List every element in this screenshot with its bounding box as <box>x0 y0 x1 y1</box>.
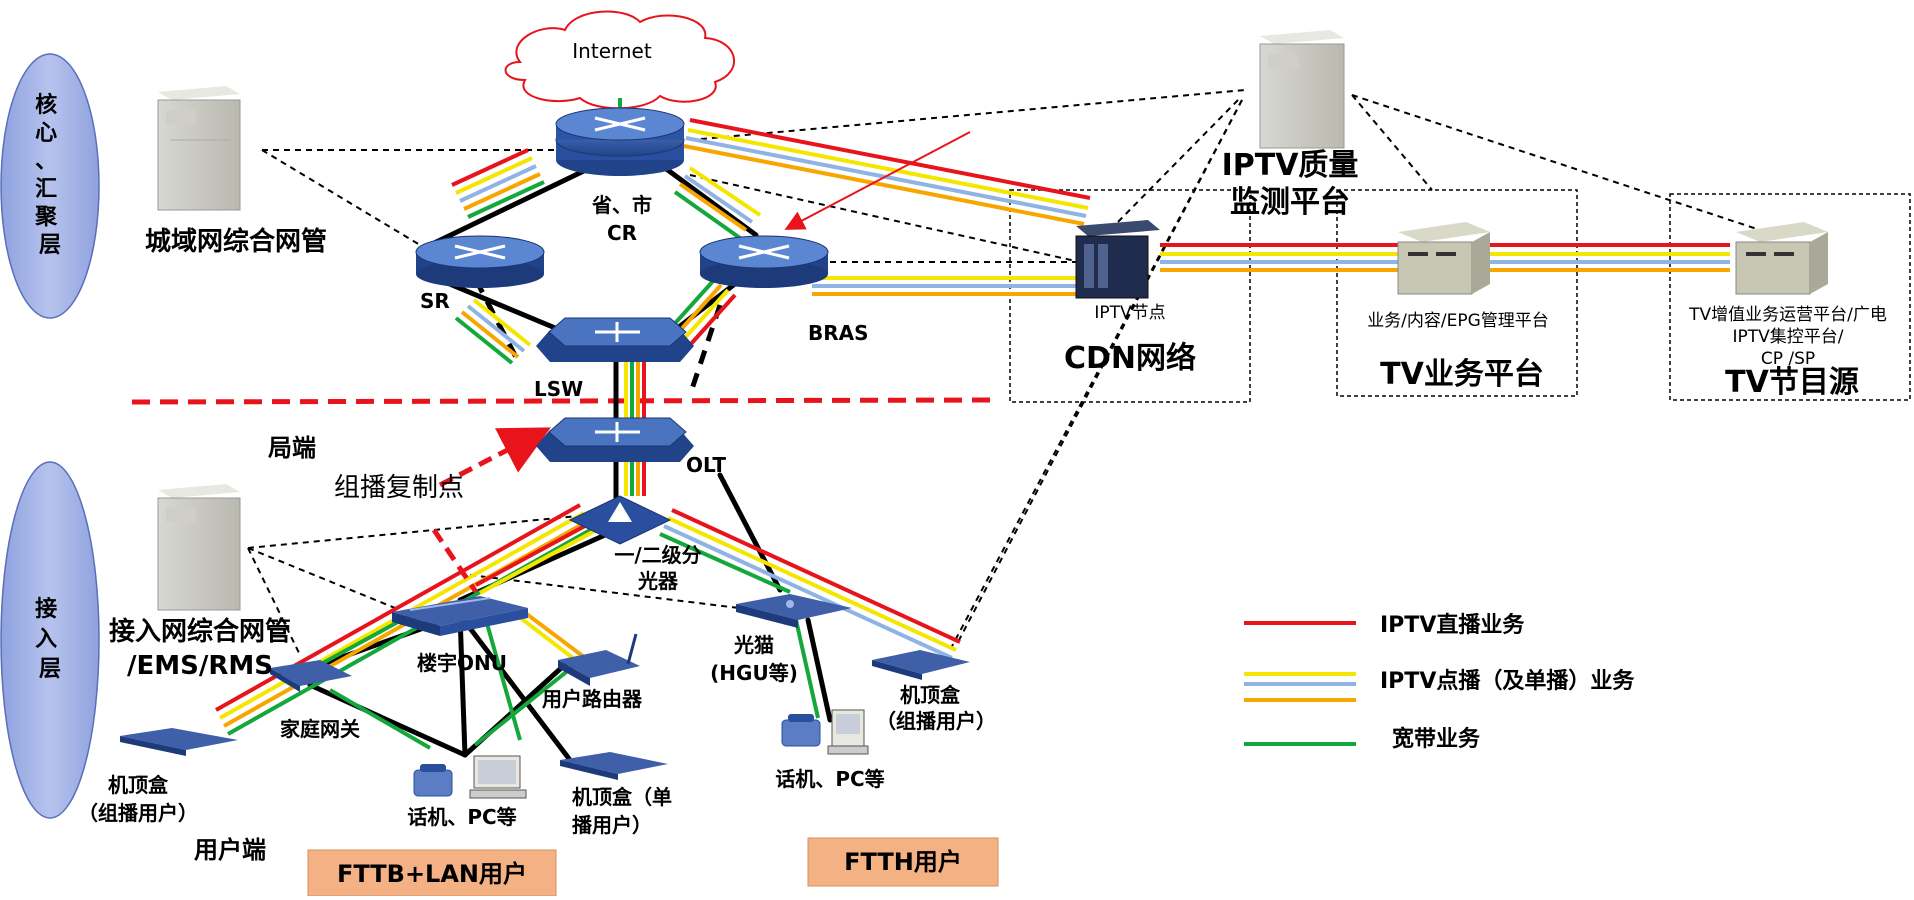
hgu-icon <box>736 594 852 628</box>
tv-biz-region <box>1336 189 1578 397</box>
layer-core: 核 心 、 汇 聚 层 <box>0 53 100 319</box>
tv-src-sub-2: IPTV集控平台/ <box>1732 327 1843 347</box>
central-office-label: 局端 <box>268 434 316 462</box>
ftth-user-box: FTTH用户 <box>807 837 999 887</box>
biz-platform-sub: 业务/内容/EPG管理平台 <box>1367 311 1549 331</box>
phone-pc-fttb-icon <box>413 755 527 799</box>
user-router-label: 用户路由器 <box>542 687 643 711</box>
access-nms-server-icon <box>157 484 241 611</box>
stb-left-label-2: （组播用户） <box>78 801 198 825</box>
stb-ftth-label-1: 机顶盒 <box>900 683 961 707</box>
cdn-label: CDN网络 <box>1064 341 1196 376</box>
building-onu-icon <box>392 596 528 636</box>
bras-router-icon <box>699 235 829 288</box>
stb-left-label-1: 机顶盒 <box>108 773 169 797</box>
lsw-label: LSW <box>534 377 583 401</box>
multicast-point-label: 组播复制点 <box>334 473 464 503</box>
access-nms-label-1: 接入网综合网管 <box>109 616 291 647</box>
access-nms-label-2: /EMS/RMS <box>127 651 273 681</box>
arrow-multicast <box>438 427 551 488</box>
sr-label: SR <box>420 289 450 313</box>
internet-cloud: Internet <box>504 10 735 110</box>
layer-access: 接 入 层 <box>0 461 100 819</box>
iptv-node-label: IPTV节点 <box>1094 303 1165 323</box>
olt-label: OLT <box>686 453 726 477</box>
tv-source-server-icon <box>1735 222 1828 295</box>
olt-switch-icon <box>536 417 694 462</box>
iptv-quality-label-2: 监测平台 <box>1230 185 1350 220</box>
stb-ftth-label-2: （组播用户） <box>876 709 996 733</box>
service-bundles <box>215 118 1730 750</box>
lsw-switch-icon <box>536 317 694 362</box>
ftth-label: FTTH用户 <box>844 848 962 876</box>
hgu-label-2: (HGU等) <box>710 661 798 685</box>
hgu-label-1: 光猫 <box>733 633 774 657</box>
phone-pc-ftth-label: 话机、PC等 <box>775 767 884 791</box>
home-gateway-label: 家庭网关 <box>280 717 360 741</box>
metro-nms-server-icon <box>157 86 241 211</box>
tv-src-sub-3: CP /SP <box>1761 349 1815 369</box>
management-links <box>247 89 1761 656</box>
splitter-icon <box>568 495 672 545</box>
stb-unicast-label-2: 播用户） <box>572 813 652 837</box>
tv-biz-label: TV业务平台 <box>1380 357 1544 392</box>
layer-separator <box>131 397 993 405</box>
iptv-node-server-icon <box>1075 220 1160 299</box>
tv-biz-server-icon <box>1397 222 1490 295</box>
phone-pc-fttb-label: 话机、PC等 <box>407 805 516 829</box>
internet-label: Internet <box>572 39 652 63</box>
user-router-icon <box>558 633 640 686</box>
cr-label-1: 省、市 <box>591 193 652 217</box>
legend-label-live: IPTV直播业务 <box>1380 612 1525 638</box>
svg-text:接 入 层: 接 入 层 <box>35 597 65 682</box>
splitter-label-2: 光器 <box>637 569 679 593</box>
stb-ftth-icon <box>872 650 970 680</box>
legend: IPTV直播业务 IPTV点播（及单播）业务 宽带业务 <box>1244 612 1635 752</box>
user-side-label: 用户端 <box>194 836 266 864</box>
arrow-cdn-bras <box>784 131 971 230</box>
metro-nms-label: 城域网综合网管 <box>145 226 327 257</box>
sr-router-icon <box>415 235 545 288</box>
building-onu-label: 楼宇ONU <box>417 651 507 675</box>
iptv-quality-label-1: IPTV质量 <box>1222 148 1359 183</box>
stb-unicast-icon <box>560 752 668 780</box>
svg-text:核 心 、 汇: 核 心 、 汇 聚 层 <box>34 92 65 258</box>
cr-label-2: CR <box>607 221 637 245</box>
home-gateway-icon <box>270 660 352 692</box>
splitter-label-1: 一/二级分 <box>614 543 701 567</box>
tv-src-sub-1: TV增值业务运营平台/广电 <box>1688 305 1887 325</box>
tv-src-label: TV节目源 <box>1725 365 1859 400</box>
bras-label: BRAS <box>808 321 869 345</box>
legend-label-broadband: 宽带业务 <box>1392 726 1481 752</box>
fttb-user-box: FTTB+LAN用户 <box>307 849 557 897</box>
tv-source-region <box>1669 193 1911 401</box>
stb-left-icon <box>120 728 238 756</box>
legend-label-vod: IPTV点播（及单播）业务 <box>1380 668 1635 694</box>
fttb-label: FTTB+LAN用户 <box>337 860 527 888</box>
quality-monitor-server-icon <box>1259 30 1345 149</box>
phone-pc-ftth-icon <box>781 709 869 755</box>
cr-router-icon <box>555 107 685 176</box>
stb-unicast-label-1: 机顶盒（单 <box>572 785 672 809</box>
